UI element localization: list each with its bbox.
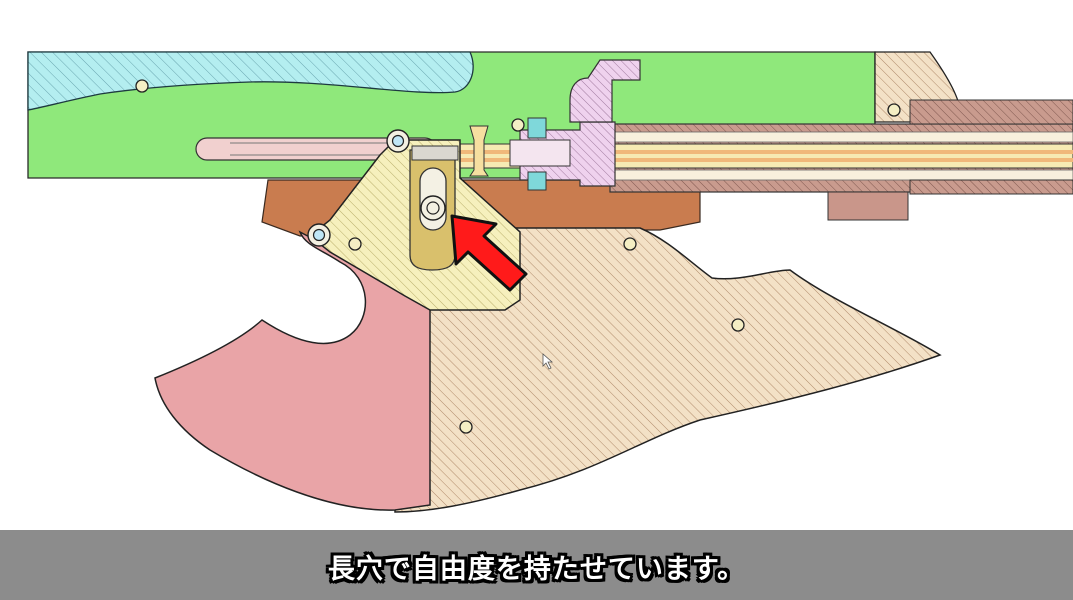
tan-lower-plate — [394, 227, 942, 513]
subtitle-bar — [0, 530, 1073, 600]
subtitle-caption: 長穴で自由度を持たせています。 — [327, 554, 746, 585]
pivot-pin-lower — [307, 223, 331, 247]
pivot-pin-upper — [386, 129, 410, 153]
cyan-grip-part — [27, 51, 474, 111]
pink-hook-plate — [154, 230, 431, 511]
red-arrow-indicator-icon — [450, 214, 528, 292]
slot-pin — [420, 195, 446, 221]
cad-drawing-viewport[interactable] — [0, 0, 1073, 530]
mounting-holes — [135, 79, 901, 434]
mouse-cursor-icon — [542, 353, 554, 370]
